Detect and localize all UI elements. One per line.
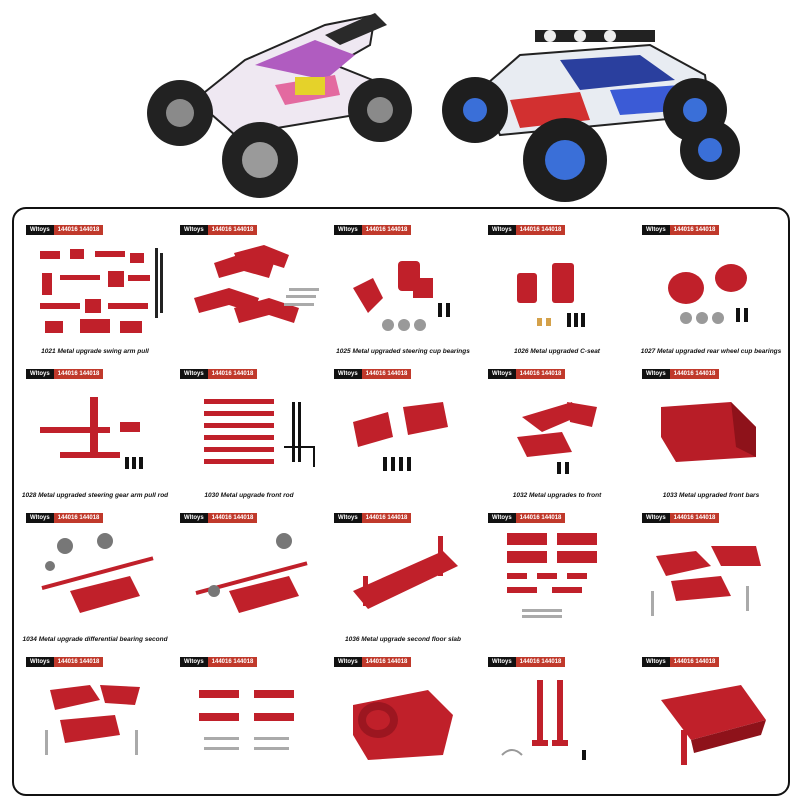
lower-arms-image <box>45 685 140 755</box>
part-caption: 1025 Metal upgraded steering cup bearing… <box>336 348 470 355</box>
parts-set-image <box>40 248 163 333</box>
part-caption: 1033 Metal upgraded front bars <box>662 492 760 499</box>
monster-truck-photo <box>442 30 740 202</box>
part-caption: 1032 Metal upgrades to front <box>512 492 602 499</box>
differential-image <box>41 533 154 613</box>
hero-product-photos <box>0 0 800 205</box>
part-caption: 1030 Metal upgrade front rod <box>204 492 294 499</box>
front-rod-image <box>204 399 315 467</box>
swing-arm-image <box>194 245 319 323</box>
part-caption: 1036 Metal upgrade second floor slab <box>345 636 461 643</box>
steering-rod-image <box>40 397 143 469</box>
differential-alt-image <box>195 533 308 613</box>
gear-cover-image <box>353 690 453 760</box>
part-caption: 1028 Metal upgraded steering gear arm pu… <box>21 492 169 499</box>
arm-set-image <box>507 533 597 618</box>
part-caption: 1026 Metal upgraded C-seat <box>514 348 600 355</box>
link-set-image <box>199 690 294 750</box>
rear-arms-image <box>651 546 761 616</box>
buggy-photo <box>147 13 412 198</box>
body-posts-image <box>501 680 586 760</box>
steering-cup-image <box>353 261 450 331</box>
front-bars-image <box>661 402 756 462</box>
part-caption: 1027 Metal upgraded rear wheel cup beari… <box>640 348 782 355</box>
shock-tower-image <box>353 402 448 471</box>
part-caption: 1021 Metal upgrade swing arm pull <box>41 348 149 355</box>
part-caption: 1034 Metal upgrade differential bearing … <box>22 636 168 643</box>
rear-wing-image <box>661 685 766 765</box>
floor-slab-image <box>353 536 458 609</box>
rear-wheel-cup-image <box>668 264 748 324</box>
front-upgrade-image <box>517 402 597 474</box>
c-seat-image <box>517 263 585 327</box>
